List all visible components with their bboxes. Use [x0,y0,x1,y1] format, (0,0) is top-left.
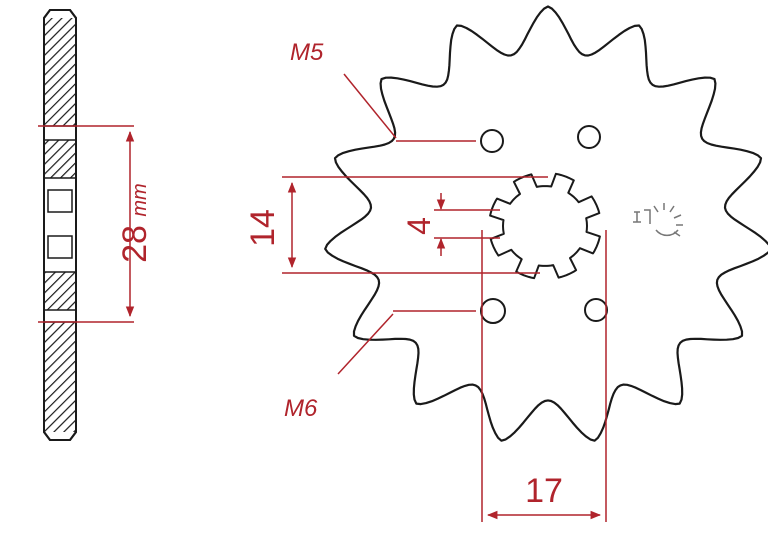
hatch-lower-mid [44,272,76,310]
spline-slot-lower [47,235,73,259]
bolt-hole-bottom-left [480,298,506,324]
spline-bore [489,172,601,280]
hub-diameter-unit: mm [129,183,151,216]
m6-label: M6 [284,395,318,422]
spline-slot-upper [47,189,73,213]
m5-label: M5 [290,39,324,66]
m6-leader-diagonal [337,313,394,375]
spline-height-label: 14 [244,209,282,247]
m5-leader-diagonal [343,73,397,139]
brand-logo-icon [633,203,683,237]
bolt-hole-top-left [480,129,504,153]
bolt-hole-bottom-right [584,298,608,322]
front-view: M5 M6 14 4 17 [244,5,768,522]
hub-diameter-value: 28 [116,225,154,263]
bolt-hole-top-right [577,125,601,149]
hatch-upper-mid [44,140,76,178]
side-profile-outline-redraw [43,9,77,441]
spline-width-label: 17 [525,472,563,510]
spline-tooth-label: 4 [401,217,437,235]
side-view: 28 mm [38,9,154,441]
hatch-bottom [44,322,76,432]
hatch-top [44,18,76,126]
